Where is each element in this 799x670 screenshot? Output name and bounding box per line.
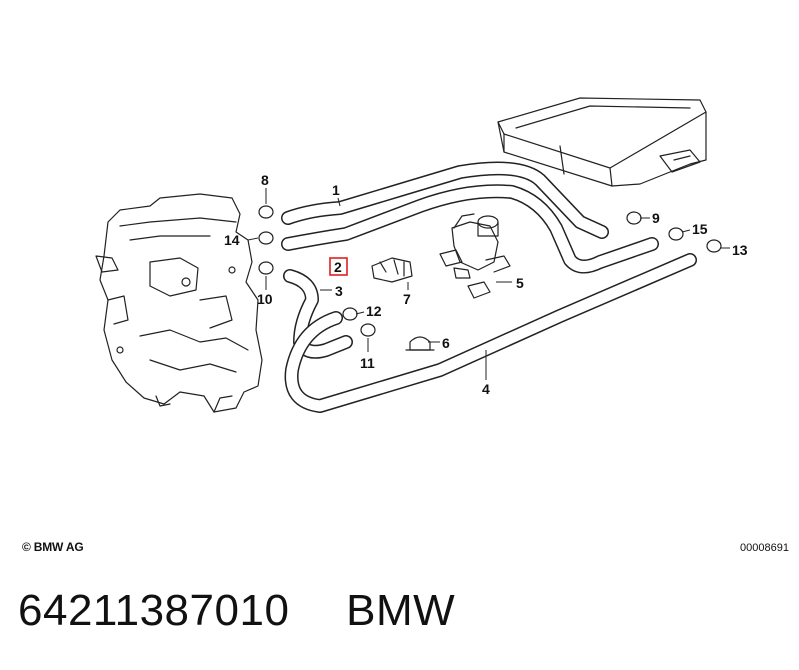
copyright-notice: © BMW AG [22, 540, 84, 554]
callout-4[interactable]: 4 [482, 381, 490, 397]
hose-clamps-illustration [258, 205, 722, 337]
grommet-6-illustration [405, 336, 435, 351]
leader-lines [247, 188, 730, 380]
callout-15[interactable]: 15 [692, 221, 708, 237]
hose-1-illustration [281, 161, 659, 274]
callout-10[interactable]: 10 [257, 291, 273, 307]
part-footer: 64211387010 BMW [18, 586, 455, 636]
callout-11[interactable]: 11 [360, 355, 375, 371]
callout-2-highlight [329, 257, 348, 276]
callout-7[interactable]: 7 [403, 291, 411, 307]
callout-labels: 1 2 3 4 5 6 7 8 9 10 11 12 13 14 15 [224, 172, 748, 397]
callout-3[interactable]: 3 [335, 283, 343, 299]
connector-7-illustration [371, 257, 413, 283]
parts-diagram: 1 2 3 4 5 6 7 8 9 10 11 12 13 14 15 [95, 97, 748, 413]
diagram-id: 00008691 [740, 542, 789, 554]
callout-13[interactable]: 13 [732, 242, 748, 258]
callout-12[interactable]: 12 [366, 303, 382, 319]
engine-block-illustration [95, 193, 263, 413]
hose-3-illustration [283, 269, 353, 359]
hose-4-illustration [284, 253, 697, 413]
heater-core-illustration [497, 97, 707, 187]
callout-14[interactable]: 14 [224, 232, 240, 248]
callout-9[interactable]: 9 [652, 210, 660, 226]
callout-6[interactable]: 6 [442, 335, 450, 351]
brand-name: BMW [346, 586, 456, 635]
callout-5[interactable]: 5 [516, 275, 524, 291]
callout-8[interactable]: 8 [261, 172, 269, 188]
callout-1[interactable]: 1 [332, 182, 340, 198]
callout-2[interactable]: 2 [334, 259, 342, 275]
water-valve-illustration [439, 213, 511, 299]
part-number: 64211387010 [18, 586, 290, 635]
